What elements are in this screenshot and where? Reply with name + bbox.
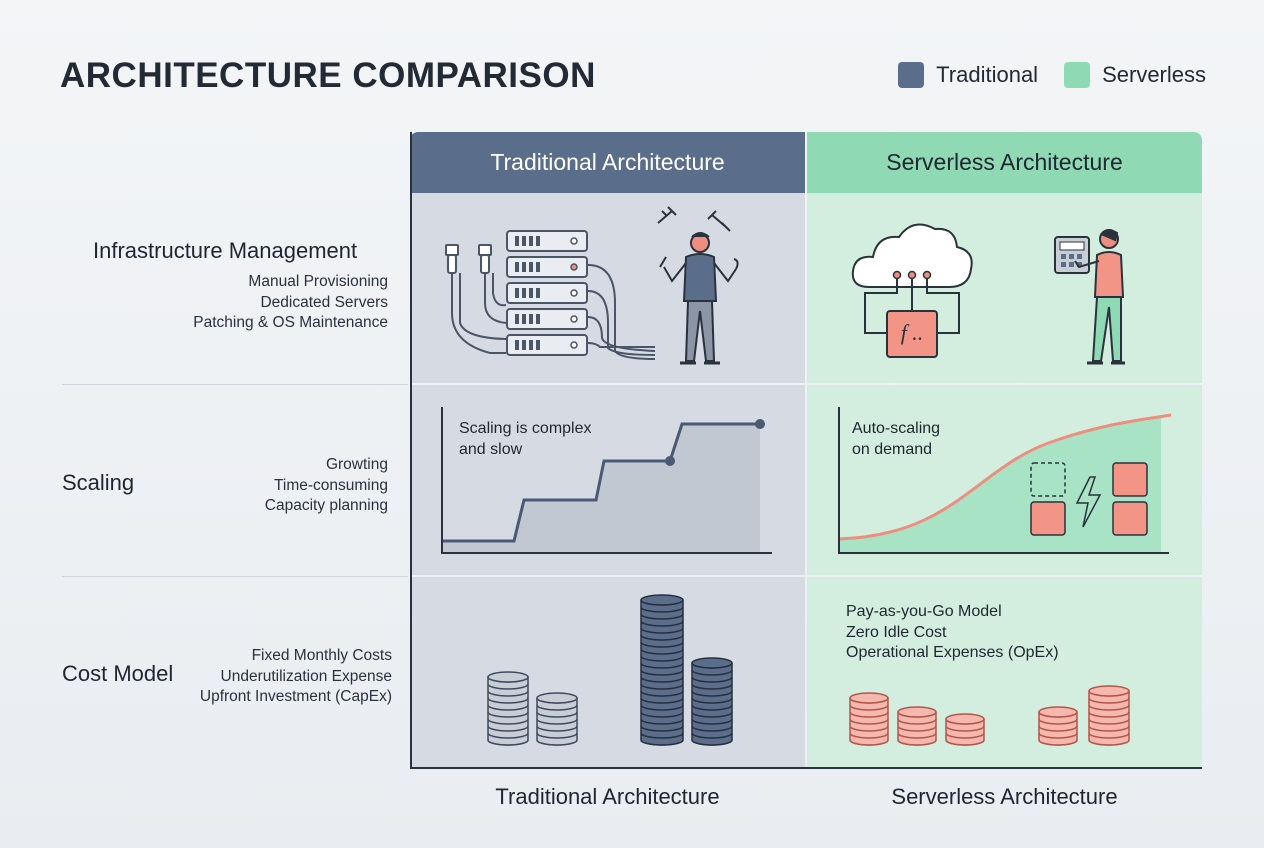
coin-stack-icon — [849, 692, 889, 746]
row-label-cost-model: Cost Model — [62, 661, 174, 686]
cell-traditional-scaling: Scaling is complex and slow — [410, 385, 805, 575]
caption-line: Operational Expenses (OpEx) — [846, 644, 1059, 661]
cell-traditional-cost — [410, 577, 805, 768]
coin-stack-icon — [1088, 685, 1130, 746]
legend-item-serverless: Serverless — [1064, 62, 1206, 88]
legend: Traditional Serverless — [872, 62, 1206, 88]
row-detail: Growting — [325, 456, 388, 473]
trad-scaling-caption: Scaling is complex and slow — [459, 419, 592, 460]
coin-stack-icon — [897, 706, 937, 746]
caption-line: and slow — [459, 440, 523, 458]
coin-stack-icon — [1038, 706, 1078, 746]
lightning-icon — [1075, 476, 1102, 528]
cell-serverless-cost: Pay-as-you-Go Model Zero Idle Cost Opera… — [807, 577, 1202, 768]
function-instance — [1112, 462, 1148, 497]
pay-per-use-coins — [849, 685, 1130, 746]
row-detail: Patching & OS Maintenance — [193, 314, 388, 331]
coin-stack-icon — [487, 671, 529, 746]
grid-axis-bottom — [410, 767, 1202, 769]
cell-serverless-infrastructure: f .. — [807, 193, 1202, 383]
row-details-infrastructure: Manual Provisioning Dedicated Servers Pa… — [193, 272, 388, 334]
step-point — [665, 456, 675, 466]
grid-axis-left — [410, 132, 412, 768]
row-detail: Fixed Monthly Costs — [251, 647, 392, 664]
legend-swatch-serverless — [1064, 62, 1091, 88]
row-divider — [62, 384, 408, 385]
network-plug-icon — [445, 244, 492, 274]
legend-item-traditional: Traditional — [898, 62, 1038, 88]
caption-line: Pay-as-you-Go Model — [846, 603, 1002, 620]
server-icon — [506, 230, 588, 356]
step-line — [442, 422, 760, 543]
coin-stack-icon — [536, 692, 578, 746]
column-header-serverless: Serverless Architecture — [807, 132, 1202, 193]
technician-figure — [657, 206, 739, 365]
row-detail: Capacity planning — [264, 497, 388, 514]
step-area — [442, 424, 760, 553]
fixed-cost-coins — [487, 594, 733, 746]
row-divider — [62, 576, 408, 577]
step-scaling-chart — [441, 407, 772, 554]
auto-scaling-chart — [838, 407, 1172, 554]
row-detail: Dedicated Servers — [260, 293, 388, 311]
row-detail: Time-consuming — [274, 476, 388, 494]
caption-line: Scaling is complex — [459, 420, 592, 437]
legend-label-traditional: Traditional — [936, 62, 1039, 87]
step-point — [755, 419, 765, 429]
auto-line — [838, 413, 1172, 541]
row-label-scaling: Scaling — [62, 470, 135, 495]
legend-swatch-traditional — [898, 62, 925, 88]
developer-figure — [1074, 229, 1125, 365]
calculator-icon — [1054, 236, 1090, 274]
cell-traditional-infrastructure — [410, 193, 805, 383]
function-instance — [1112, 501, 1148, 536]
coin-stack-icon — [640, 594, 684, 746]
caption-line: Zero Idle Cost — [846, 623, 947, 641]
cell-serverless-scaling: Auto-scaling on demand — [807, 385, 1202, 575]
sls-scaling-caption: Auto-scaling on demand — [852, 419, 940, 460]
row-detail: Upfront Investment (CapEx) — [199, 688, 392, 705]
row-details-scaling: Growting Time-consuming Capacity plannin… — [265, 455, 388, 517]
row-label-infrastructure: Infrastructure Management — [93, 238, 358, 263]
sls-cost-caption: Pay-as-you-Go Model Zero Idle Cost Opera… — [846, 602, 1059, 664]
page-title: ARCHITECTURE COMPARISON — [60, 56, 596, 95]
cloud-function-illustration: f .. — [851, 223, 1125, 365]
comparison-grid: Traditional Architecture Serverless Arch… — [410, 132, 1202, 768]
caption-line: on demand — [852, 440, 933, 458]
column-header-traditional: Traditional Architecture — [410, 132, 805, 193]
row-detail: Manual Provisioning — [248, 273, 388, 290]
chart-axes — [838, 407, 1169, 554]
cloud-icon — [851, 223, 973, 288]
placeholder-instance — [1030, 462, 1066, 497]
auto-area — [839, 417, 1161, 553]
server-rack-illustration — [445, 206, 739, 365]
chart-axes — [441, 407, 772, 554]
legend-label-serverless: Serverless — [1102, 62, 1206, 87]
function-instance — [1030, 501, 1066, 536]
coin-stack-icon — [945, 713, 985, 746]
footer-label-traditional: Traditional Architecture — [495, 784, 720, 809]
function-symbol: f .. — [901, 320, 924, 345]
function-icon: f .. — [886, 310, 938, 358]
caption-line: Auto-scaling — [852, 420, 941, 437]
footer-label-serverless: Serverless Architecture — [891, 784, 1118, 809]
row-details-cost-model: Fixed Monthly Costs Underutilization Exp… — [200, 646, 392, 708]
coin-stack-icon — [691, 657, 733, 746]
row-detail: Underutilization Expense — [220, 667, 392, 685]
